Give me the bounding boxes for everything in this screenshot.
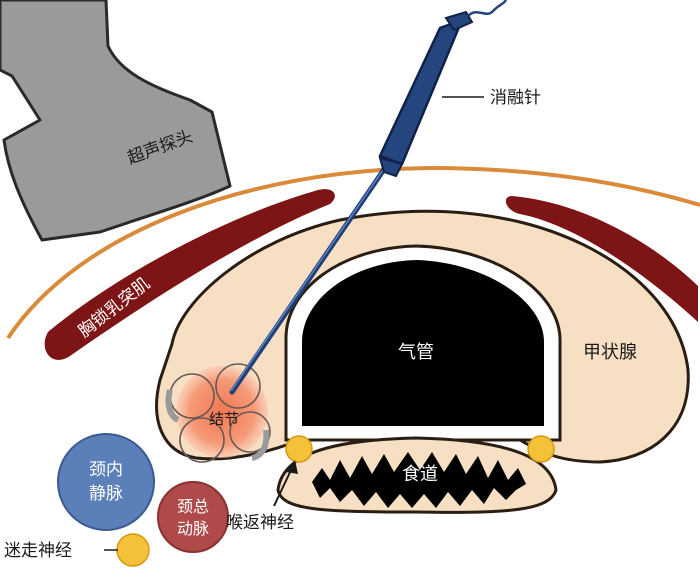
carotid-label-line1: 颈总 — [177, 497, 209, 516]
trachea-label: 气管 — [398, 342, 434, 363]
vagus-nerve — [116, 533, 150, 567]
needle-shaft — [229, 165, 388, 395]
recurrent-nerve-arrowhead — [286, 460, 298, 474]
trachea-lumen — [302, 260, 544, 426]
recurrent-nerve-left — [285, 435, 313, 463]
nodule-gray-edge-right — [251, 429, 270, 461]
ablation-needle-icon — [378, 0, 508, 178]
muscle-right — [505, 196, 698, 322]
carotid-label-line2: 动脉 — [177, 519, 209, 538]
common-carotid-artery — [157, 481, 229, 553]
internal-jugular-vein — [57, 433, 155, 531]
recurrent-nerve-arrow-line — [273, 467, 293, 507]
recurrent-nerve-right — [527, 435, 555, 463]
jugular-vein-label-line2: 静脉 — [89, 484, 123, 504]
muscle-left — [44, 189, 335, 360]
needle-shaft-highlight — [230, 169, 384, 392]
needle-label: 消融针 — [490, 88, 541, 108]
nodule-outlines — [169, 363, 271, 463]
esophagus-lumen — [312, 452, 526, 508]
ultrasound-probe-icon — [0, 0, 232, 242]
nodule-ablation-zone — [176, 366, 268, 458]
nodule-gray-edge-left — [165, 389, 180, 423]
jugular-vein-label-line1: 颈内 — [89, 460, 123, 480]
thyroid-label: 甲状腺 — [583, 342, 637, 363]
vagus-nerve-label: 迷走神经 — [4, 541, 72, 561]
nodule-label: 结节 — [209, 410, 239, 428]
esophagus-label: 食道 — [402, 464, 438, 485]
recurrent-nerve-label: 喉返神经 — [226, 513, 294, 533]
